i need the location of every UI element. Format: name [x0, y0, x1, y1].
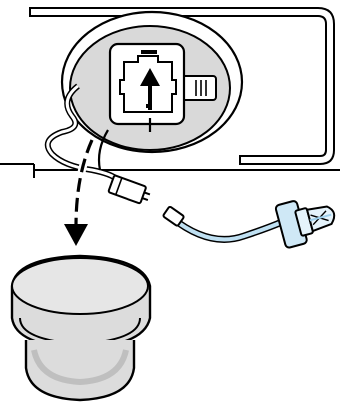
socket-side-tab — [180, 76, 216, 100]
halogen-bulb — [163, 192, 340, 249]
connector-plug — [108, 175, 152, 206]
dust-cover-cap — [12, 256, 150, 400]
remove-direction-arrow-icon — [64, 140, 92, 246]
